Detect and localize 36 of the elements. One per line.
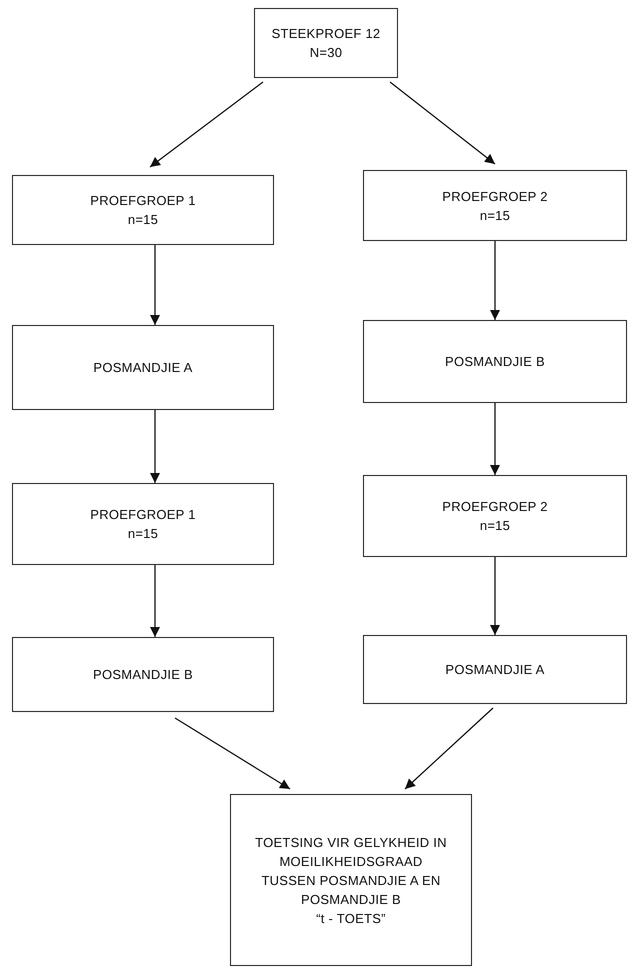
- process-box: [254, 8, 398, 78]
- process-box: [363, 170, 627, 241]
- process-box: [363, 475, 627, 557]
- box-text: “t - TOETS”: [316, 910, 386, 928]
- arrow: [174, 717, 290, 790]
- box-text: POSMANDJIE A: [93, 359, 193, 377]
- box-text: STEEKPROEF 12: [272, 25, 380, 43]
- box-text: POSMANDJIE B: [93, 666, 193, 684]
- process-box: [363, 320, 627, 403]
- box-text: PROEFGROEP 1: [90, 506, 196, 524]
- process-box: [12, 637, 274, 712]
- arrow: [150, 410, 160, 483]
- box-text: n=15: [480, 206, 510, 224]
- box-text: PROEFGROEP 1: [90, 192, 196, 210]
- arrow: [150, 245, 160, 325]
- process-box: [363, 635, 627, 704]
- arrow: [390, 82, 496, 164]
- box-text: PROEFGROEP 2: [442, 188, 548, 206]
- box-text: POSMANDJIE B: [445, 353, 545, 371]
- arrow: [490, 241, 500, 320]
- box-text: n=15: [128, 211, 158, 229]
- box-text: n=15: [480, 517, 510, 535]
- process-box: [12, 483, 274, 565]
- box-text: PROEFGROEP 2: [442, 498, 548, 516]
- arrow: [404, 708, 494, 790]
- arrow: [490, 557, 500, 635]
- process-box: [12, 175, 274, 245]
- arrow: [490, 403, 500, 475]
- box-text: POSMANDJIE A: [445, 661, 545, 679]
- arrow: [150, 565, 160, 637]
- box-text: N=30: [310, 44, 342, 62]
- process-box: [230, 794, 472, 966]
- process-box: [12, 325, 274, 410]
- arrow: [150, 82, 264, 168]
- box-text: TOETSING VIR GELYKHEID IN MOEILIKHEIDSGRAAD TUSSEN POSMANDJIE A EN POSMANDJIE B: [254, 834, 448, 908]
- box-text: n=15: [128, 525, 158, 543]
